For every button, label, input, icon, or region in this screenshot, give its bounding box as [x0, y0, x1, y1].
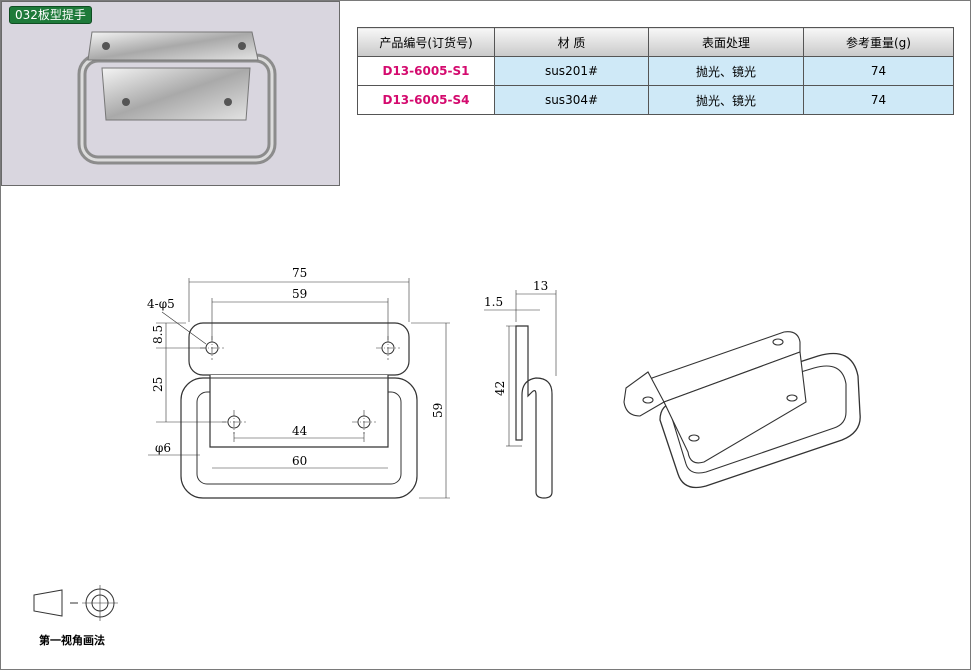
cell-finish: 抛光、镜光 — [648, 56, 804, 86]
cell-code: D13-6005-S1 — [357, 56, 495, 86]
header-material: 材 质 — [494, 27, 649, 57]
header-code: 产品编号(订货号) — [357, 27, 495, 57]
product-name-badge: 032板型提手 — [9, 6, 92, 24]
header-weight: 参考重量(g) — [803, 27, 954, 57]
header-finish: 表面处理 — [648, 27, 804, 57]
cell-material: sus201# — [494, 56, 649, 86]
product-photo — [77, 31, 277, 165]
product-photo-panel: 032板型提手 — [1, 1, 340, 186]
projection-method-label: 第一视角画法 — [39, 634, 105, 647]
table-row: D13-6005-S4 sus304# 抛光、镜光 74 — [357, 85, 954, 115]
table-row: D13-6005-S1 sus201# 抛光、镜光 74 — [357, 56, 954, 86]
cell-weight: 74 — [803, 56, 954, 86]
cell-finish: 抛光、镜光 — [648, 85, 804, 115]
cell-code: D13-6005-S4 — [357, 85, 495, 115]
cell-weight: 74 — [803, 85, 954, 115]
spec-table: 产品编号(订货号) 材 质 表面处理 参考重量(g) D13-6005-S1 s… — [357, 27, 954, 115]
table-header-row: 产品编号(订货号) 材 质 表面处理 参考重量(g) — [357, 27, 954, 57]
cell-material: sus304# — [494, 85, 649, 115]
